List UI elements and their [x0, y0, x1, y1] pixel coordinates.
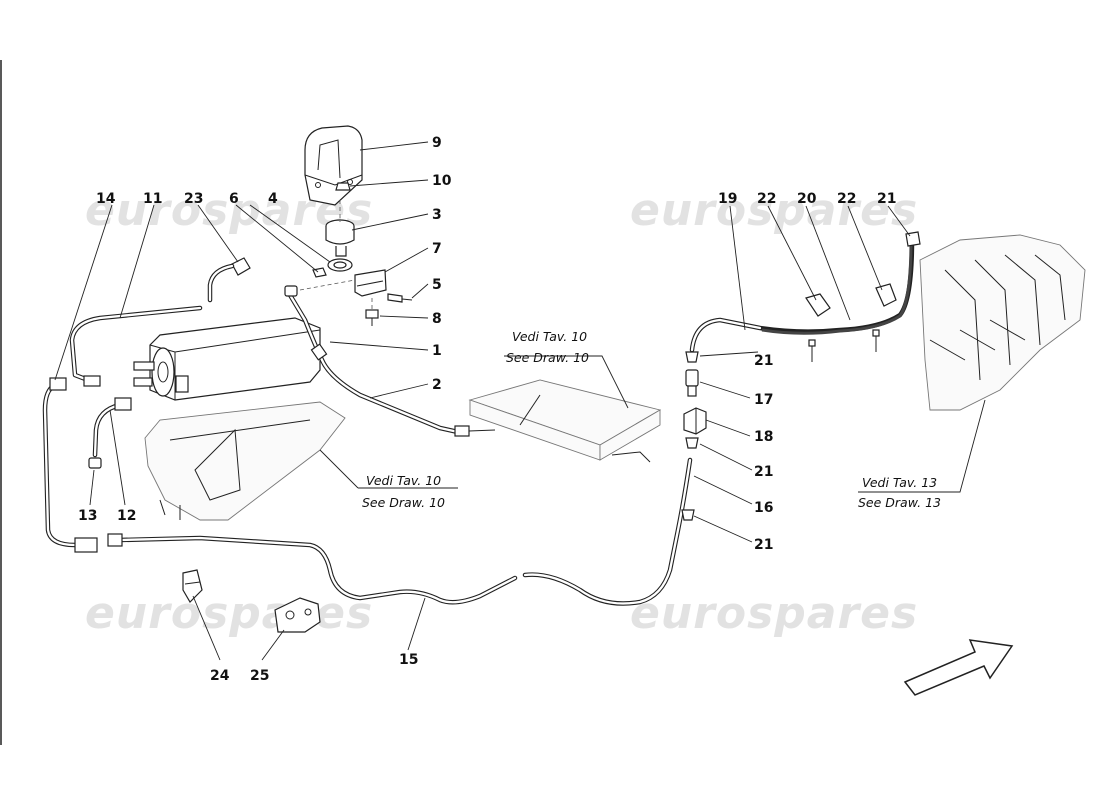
watermark: eurospares	[85, 588, 373, 639]
valve-part	[683, 407, 707, 435]
callout-label: 6	[229, 191, 239, 207]
clip-part	[231, 257, 251, 276]
charcoal-canister-part	[133, 317, 321, 401]
intake-manifold-reference	[919, 234, 1086, 411]
clip-part	[872, 283, 897, 352]
assembly-lines	[299, 200, 373, 310]
drawing-reference: Vedi Tav. 10	[366, 473, 441, 488]
drawing-reference: See Draw. 13	[858, 495, 941, 510]
callout-label: 9	[432, 135, 442, 151]
connector-part	[685, 369, 699, 397]
callout-label: 4	[268, 191, 278, 207]
drawing-reference: See Draw. 10	[506, 350, 589, 365]
callout-label: 16	[754, 500, 773, 516]
callout-label: 25	[250, 668, 269, 684]
drawing-reference: See Draw. 10	[362, 495, 445, 510]
callout-label: 12	[117, 508, 136, 524]
bracket-part	[354, 269, 387, 297]
callout-label: 14	[96, 191, 116, 207]
fitting-part	[681, 509, 695, 521]
callout-label: 22	[837, 191, 856, 207]
tube-fittings	[49, 285, 496, 553]
clip-part	[805, 293, 831, 362]
watermark: eurospares	[630, 588, 918, 639]
mounting-bracket-reference	[144, 401, 346, 521]
callout-label: 1	[432, 343, 442, 359]
screw-part	[365, 309, 379, 326]
callout-label: 24	[210, 668, 230, 684]
callout-label: 21	[754, 537, 773, 553]
callout-label: 22	[757, 191, 776, 207]
callout-label: 7	[432, 241, 442, 257]
callout-label: 11	[143, 191, 162, 207]
drawing-reference: Vedi Tav. 10	[512, 329, 587, 344]
callout-label: 8	[432, 311, 442, 327]
callout-label: 23	[184, 191, 203, 207]
connector-part	[182, 569, 203, 603]
direction-arrow-icon	[903, 639, 1014, 696]
callout-label: 13	[78, 508, 97, 524]
callout-label: 10	[432, 173, 452, 189]
callout-label: 15	[399, 652, 418, 668]
callout-label: 5	[432, 277, 442, 293]
bracket-part	[274, 597, 321, 633]
nut-part	[335, 182, 351, 191]
fitting-part	[685, 437, 699, 449]
callout-label: 21	[754, 353, 773, 369]
callout-label: 21	[754, 464, 773, 480]
callout-label: 3	[432, 207, 442, 223]
callout-label: 21	[877, 191, 896, 207]
drawing-reference: Vedi Tav. 13	[862, 475, 937, 490]
callout-label: 20	[797, 191, 817, 207]
fitting-part	[685, 351, 699, 363]
callout-label: 18	[754, 429, 773, 445]
callout-label: 2	[432, 377, 442, 393]
screw-part	[387, 293, 413, 303]
ecu-box-reference	[468, 379, 662, 463]
leader-lines	[54, 141, 986, 661]
callout-label: 17	[754, 392, 773, 408]
tube-lines	[42, 237, 915, 606]
clamp-part	[327, 258, 353, 272]
callout-label: 19	[718, 191, 737, 207]
valve-part	[325, 219, 355, 257]
watermark: eurospares	[630, 185, 918, 236]
